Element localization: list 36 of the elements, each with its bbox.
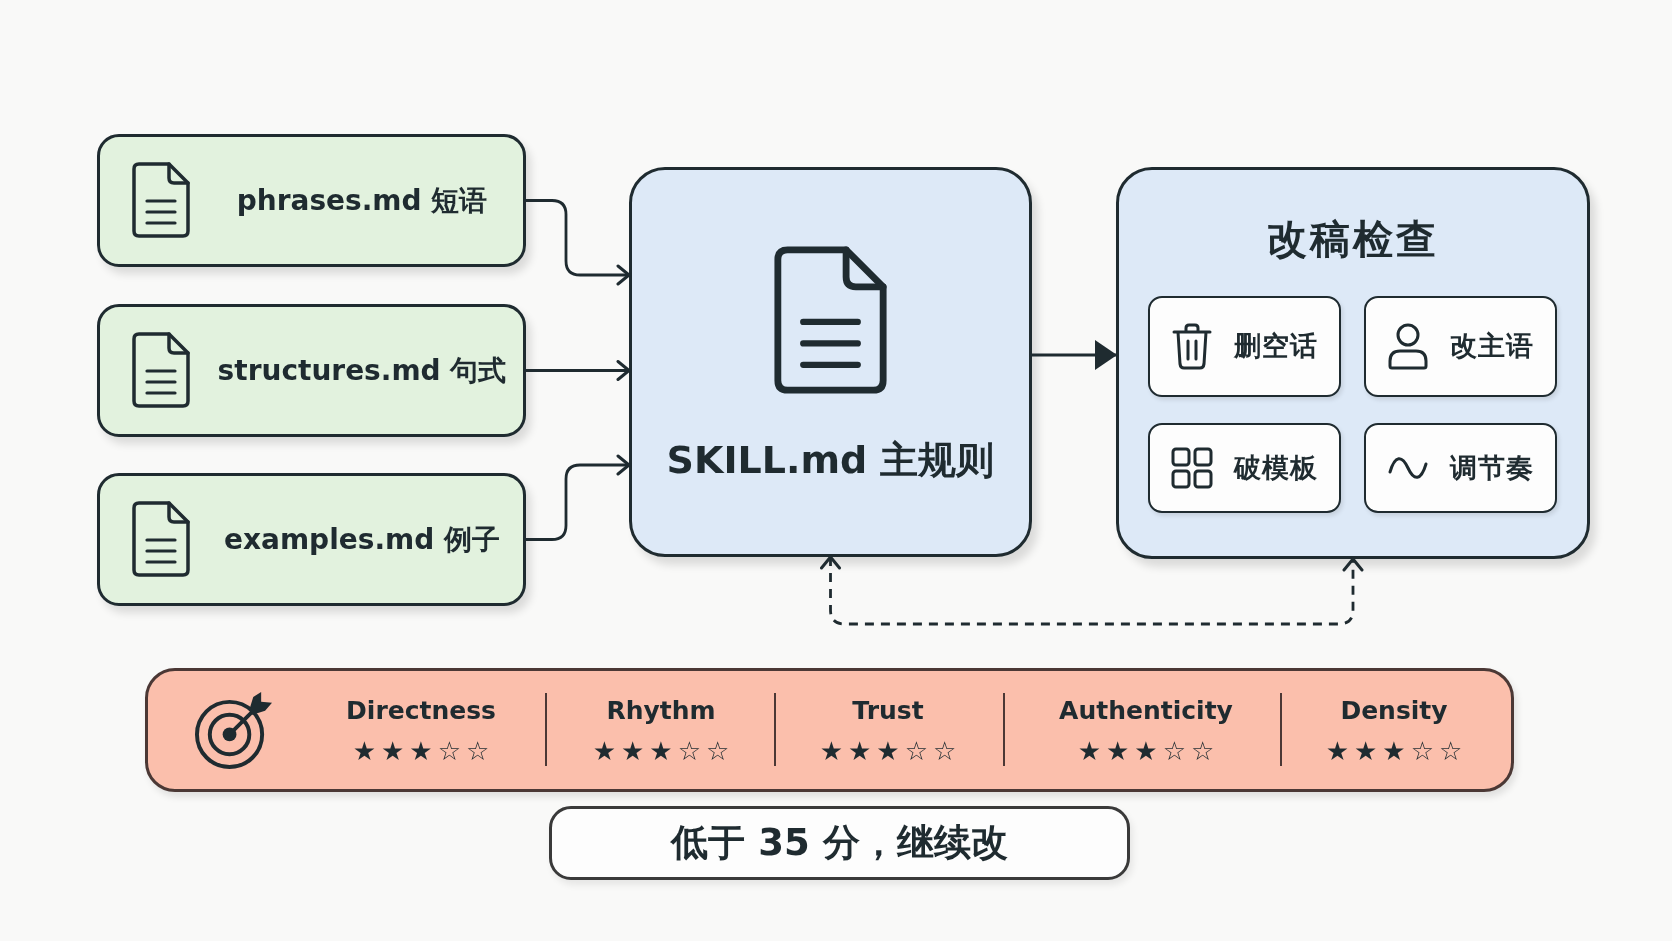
rule-card <box>629 167 1032 557</box>
action-card <box>1148 423 1341 513</box>
action-card <box>1364 296 1557 397</box>
star-rating: ★★★☆☆ <box>591 736 735 768</box>
star-rating: ★★★☆☆ <box>351 736 495 768</box>
dashed-arrow <box>820 555 1364 626</box>
metric-name: Density <box>1340 696 1448 726</box>
status-pill <box>549 806 1130 880</box>
arrow <box>526 199 631 286</box>
metric-name: Rhythm <box>606 696 716 726</box>
arrow <box>526 454 631 541</box>
action-card <box>1364 423 1557 513</box>
metric-name: Authenticity <box>1059 696 1233 726</box>
star-rating: ★★★☆☆ <box>818 736 962 768</box>
file-card <box>97 473 526 606</box>
star-rating: ★★★☆☆ <box>1324 736 1468 768</box>
file-card <box>97 134 526 267</box>
check-panel <box>1116 167 1590 559</box>
file-card <box>97 304 526 437</box>
status-text: 低于 35 分，继续改 <box>671 820 1008 866</box>
metric-name: Directness <box>346 696 496 726</box>
metric-name: Trust <box>852 696 924 726</box>
file-name: phrases.md 短语 <box>236 184 488 218</box>
action-label: 破模板 <box>1234 451 1318 484</box>
rule-title: SKILL.md 主规则 <box>666 438 995 484</box>
score-bar <box>145 668 1514 792</box>
file-name: examples.md 例子 <box>224 523 500 557</box>
action-label: 删空话 <box>1234 329 1318 363</box>
file-name: structures.md 句式 <box>217 354 507 388</box>
panel-title: 改稿检查 <box>1267 215 1439 263</box>
action-label: 改主语 <box>1450 329 1534 363</box>
arrow <box>1032 340 1117 370</box>
action-label: 调节奏 <box>1450 451 1534 484</box>
action-card <box>1148 296 1341 397</box>
arrow <box>526 360 631 381</box>
star-rating: ★★★☆☆ <box>1076 736 1220 768</box>
